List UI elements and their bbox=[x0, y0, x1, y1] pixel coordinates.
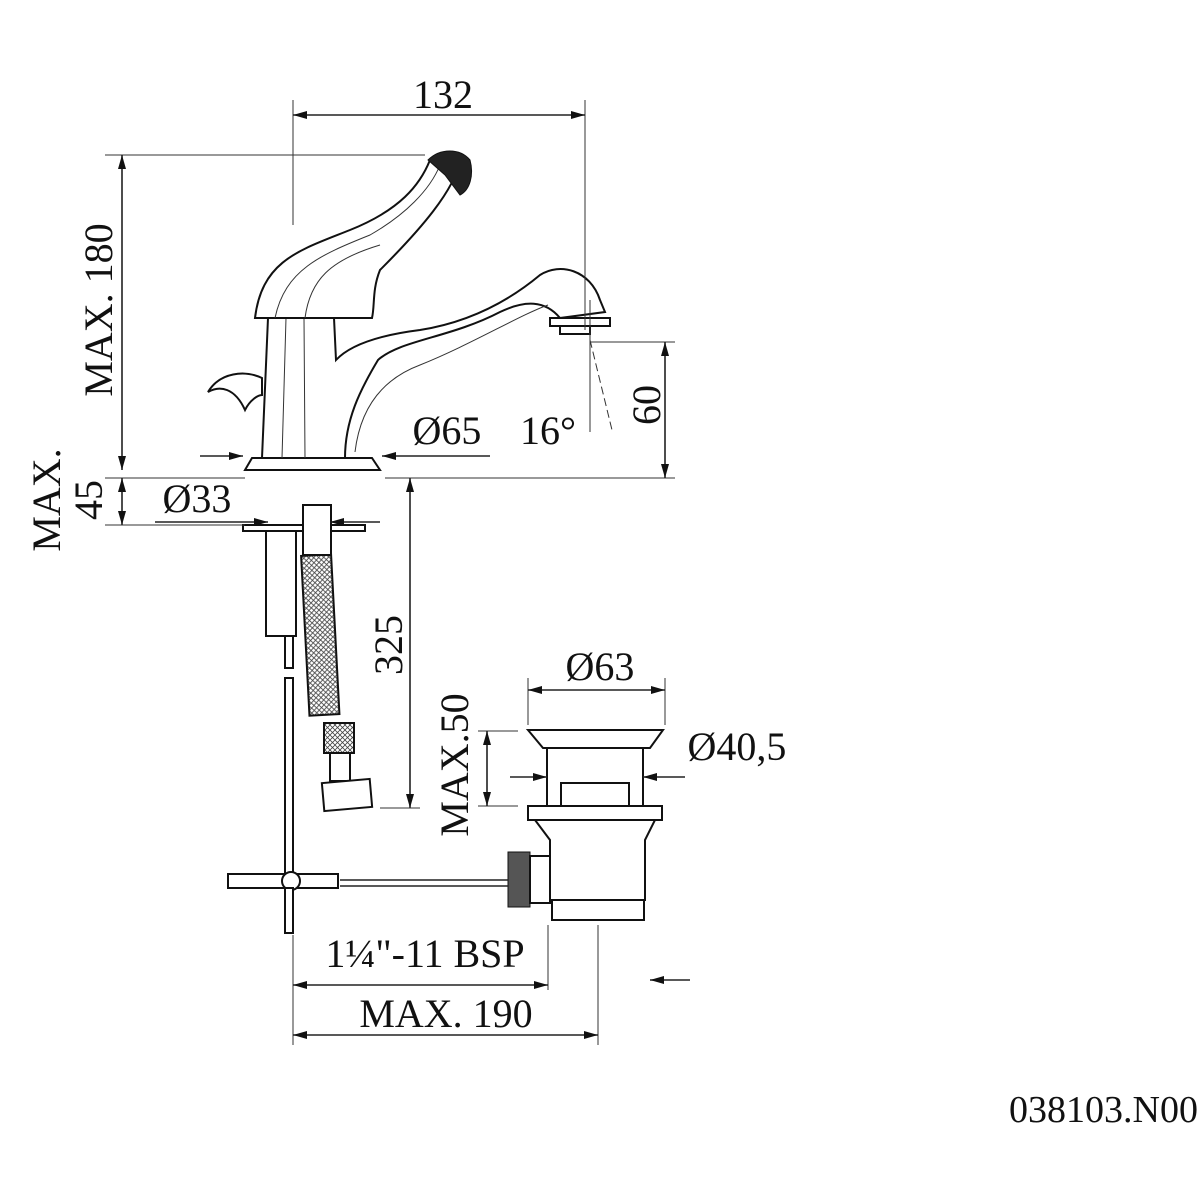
dim-rod-max: MAX. 190 bbox=[359, 991, 532, 1036]
dim-base-diameter: Ø65 bbox=[413, 408, 482, 453]
dim-waste-body-diameter: Ø40,5 bbox=[688, 724, 787, 769]
dim-waste-top-diameter: Ø63 bbox=[566, 644, 635, 689]
dim-width-132: 132 bbox=[413, 72, 473, 117]
dim-spout-height: 60 bbox=[624, 385, 669, 425]
dim-thread: 1¼"-11 BSP bbox=[325, 931, 524, 976]
dim-height-max-180: MAX. 180 bbox=[76, 223, 121, 396]
dim-hole-diameter: Ø33 bbox=[163, 476, 232, 521]
faucet-body bbox=[207, 150, 611, 471]
dim-waste-max-height: MAX.50 bbox=[432, 693, 477, 836]
dim-spout-angle: 16° bbox=[520, 408, 576, 453]
dim-deck-max-label: MAX. bbox=[24, 448, 69, 551]
dimension-lines bbox=[105, 100, 690, 1045]
dim-hose-length: 325 bbox=[366, 615, 411, 675]
product-code: 038103.N00 bbox=[1009, 1089, 1198, 1131]
handle-crystal-icon bbox=[427, 150, 473, 196]
fixing-assembly bbox=[242, 504, 374, 884]
dim-deck-max-value: 45 bbox=[66, 480, 111, 520]
waste-assembly bbox=[227, 729, 665, 934]
